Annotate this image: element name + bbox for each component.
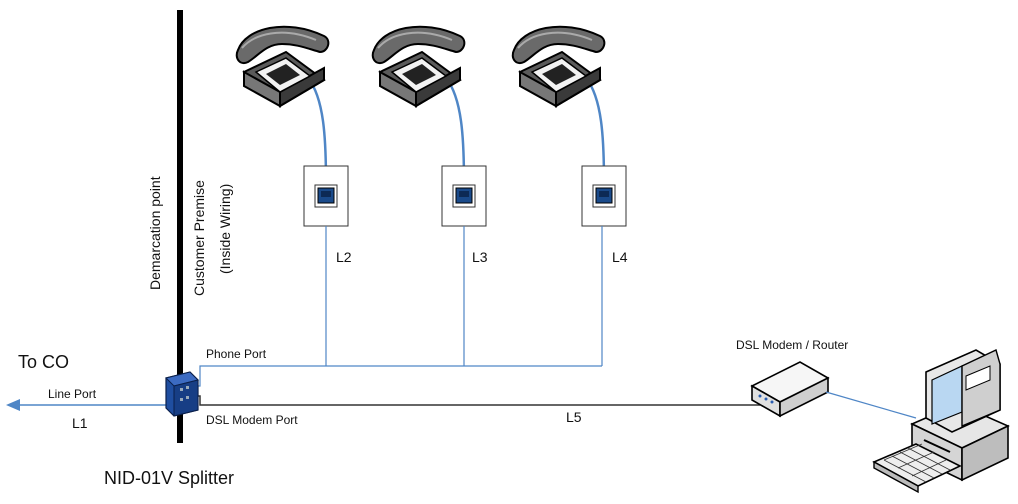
- dsl-line: [196, 395, 760, 406]
- dsl-modem-icon: [750, 361, 830, 418]
- dsl-modem-port-label: DSL Modem Port: [206, 413, 298, 427]
- wall-jack-icon: [581, 165, 627, 227]
- wall-jack-icon: [303, 165, 349, 227]
- l5-label: L5: [566, 409, 582, 425]
- phone-port-label: Phone Port: [206, 347, 267, 361]
- to-co-label: To CO: [18, 352, 69, 372]
- splitter-icon: [165, 371, 199, 417]
- line-port-label: Line Port: [48, 387, 97, 401]
- inside-wiring: [196, 226, 603, 387]
- dsl-modem-router-label: DSL Modem / Router: [736, 338, 848, 352]
- customer-premise-label: Customer Premise: [191, 180, 207, 296]
- demarcation-label: Demarcation point: [147, 176, 163, 290]
- computer-icon: [872, 349, 1010, 494]
- inside-wiring-label: (Inside Wiring): [217, 184, 233, 274]
- l1-label: L1: [72, 415, 88, 431]
- telephone-icon: [235, 25, 330, 107]
- telephone-icon: [371, 25, 466, 107]
- l2-label: L2: [336, 249, 352, 265]
- telephone-icon: [511, 25, 606, 107]
- ethernet-cable: [825, 391, 917, 419]
- splitter-label: NID-01V Splitter: [104, 468, 234, 488]
- wall-jack-icon: [441, 165, 487, 227]
- l3-label: L3: [472, 249, 488, 265]
- arrow-left-icon: [6, 399, 20, 411]
- l4-label: L4: [612, 249, 628, 265]
